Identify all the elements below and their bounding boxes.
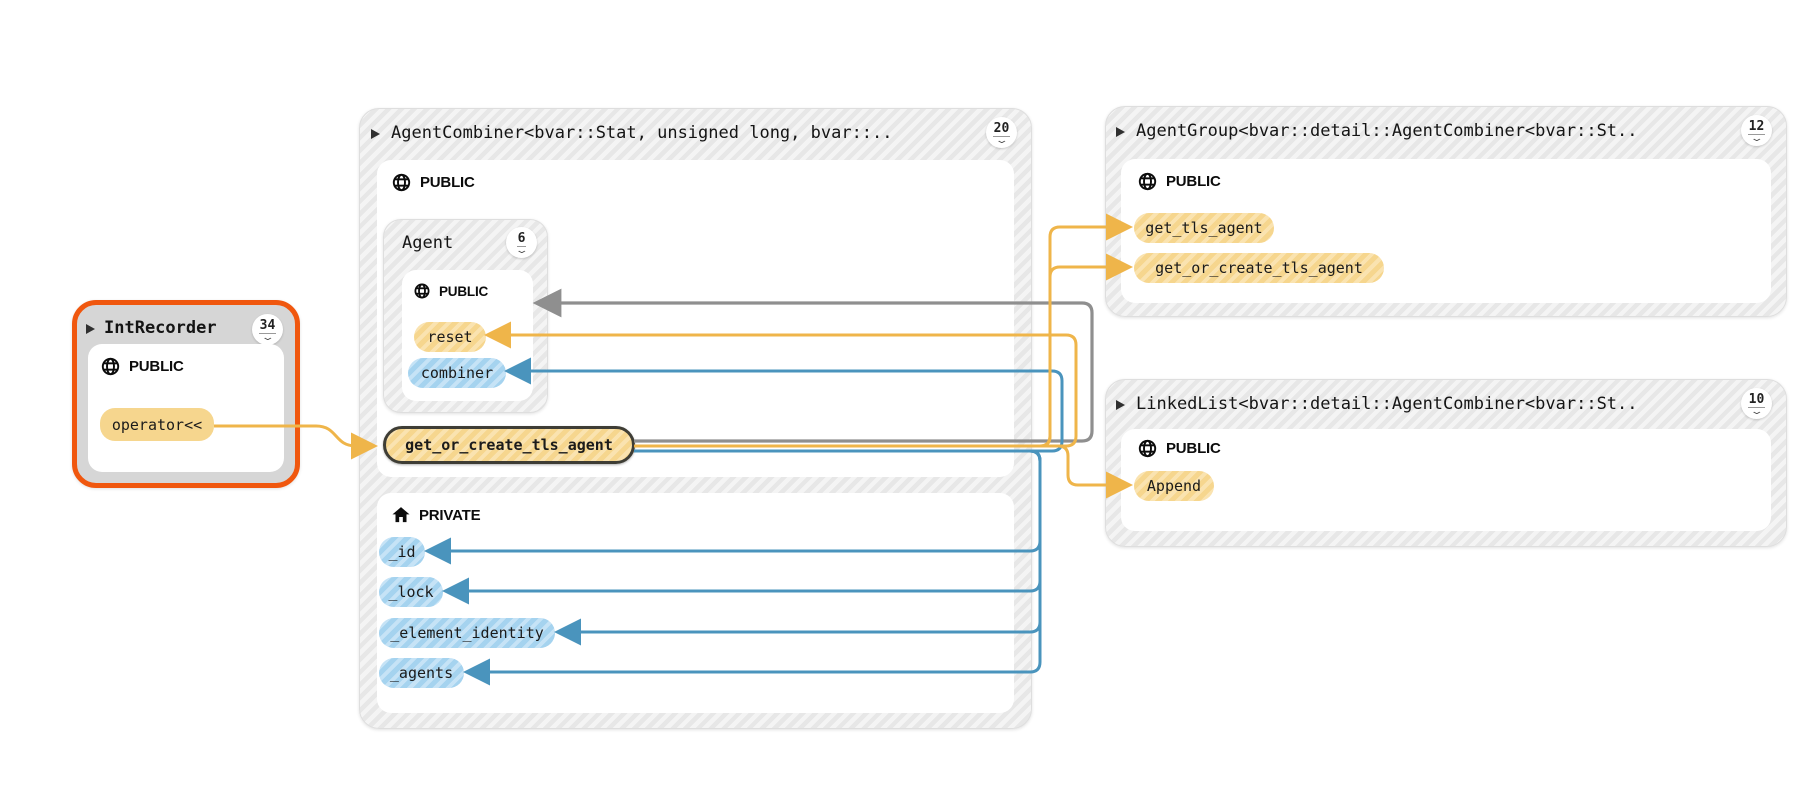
globe-icon (101, 357, 120, 376)
node-linkedlist[interactable]: LinkedList<bvar::detail::AgentCombiner<b… (1105, 379, 1787, 547)
home-icon (392, 507, 410, 523)
visibility-row: PRIVATE (391, 505, 481, 525)
public-section: PUBLIC Append (1121, 429, 1771, 531)
private-section: PRIVATE _id _lock _element_identity _age… (377, 493, 1014, 713)
visibility-row: PUBLIC (1137, 171, 1221, 192)
public-section: PUBLIC get_tls_agent get_or_create_tls_a… (1121, 159, 1771, 303)
member-pill-get-or-create-tls-agent[interactable]: get_or_create_tls_agent (383, 426, 635, 464)
globe-icon (1138, 439, 1157, 458)
member-count-badge[interactable]: 12 ⌄ (1741, 115, 1772, 146)
member-pill-get-tls-agent[interactable]: get_tls_agent (1134, 213, 1274, 243)
member-pill-id[interactable]: _id (379, 537, 425, 567)
public-section: PUBLIC Agent 6 ⌄ PUBLIC (377, 160, 1014, 477)
globe-icon (414, 283, 430, 299)
member-count-badge[interactable]: 20 ⌄ (986, 117, 1017, 148)
member-pill-reset[interactable]: reset (414, 322, 486, 352)
member-count-badge[interactable]: 10 ⌄ (1741, 388, 1772, 419)
collapse-caret-icon[interactable] (86, 324, 95, 334)
node-title: LinkedList<bvar::detail::AgentCombiner<b… (1136, 394, 1638, 414)
chevron-down-icon: ⌄ (1749, 133, 1764, 144)
node-title: Agent (402, 233, 454, 253)
collapse-caret-icon[interactable] (371, 129, 380, 139)
chevron-down-icon: ⌄ (260, 332, 275, 343)
member-pill-lock[interactable]: _lock (379, 577, 443, 607)
member-pill-combiner[interactable]: combiner (408, 358, 506, 388)
node-agentgroup[interactable]: AgentGroup<bvar::detail::AgentCombiner<b… (1105, 106, 1787, 317)
chevron-down-icon: ⌄ (1749, 406, 1764, 417)
visibility-row: PUBLIC (391, 172, 475, 193)
node-title: AgentGroup<bvar::detail::AgentCombiner<b… (1136, 121, 1638, 141)
globe-icon (392, 173, 411, 192)
member-pill-append[interactable]: Append (1134, 471, 1214, 501)
collapse-caret-icon[interactable] (1116, 127, 1125, 137)
member-count-badge[interactable]: 34 ⌄ (252, 314, 283, 345)
member-pill-get-or-create-tls-agent[interactable]: get_or_create_tls_agent (1134, 253, 1384, 283)
visibility-row: PUBLIC (413, 282, 488, 300)
member-pill-agents[interactable]: _agents (379, 658, 464, 688)
node-title: AgentCombiner<bvar::Stat, unsigned long,… (391, 123, 893, 143)
chevron-down-icon: ⌄ (994, 135, 1009, 146)
node-agent[interactable]: Agent 6 ⌄ PUBLIC reset combiner (383, 219, 548, 413)
globe-icon (1138, 172, 1157, 191)
node-agentcombiner[interactable]: AgentCombiner<bvar::Stat, unsigned long,… (359, 108, 1032, 729)
node-title: IntRecorder (104, 318, 217, 338)
member-pill-operator-shift[interactable]: operator<< (100, 408, 214, 441)
chevron-down-icon: ⌄ (514, 245, 529, 256)
public-section: PUBLIC operator<< (88, 344, 284, 472)
member-pill-element-identity[interactable]: _element_identity (379, 618, 555, 648)
node-intrecorder[interactable]: IntRecorder 34 ⌄ PUBLIC operator<< (72, 300, 300, 488)
visibility-row: PUBLIC (100, 356, 184, 377)
visibility-row: PUBLIC (1137, 438, 1221, 459)
member-count-badge[interactable]: 6 ⌄ (506, 227, 537, 258)
collapse-caret-icon[interactable] (1116, 400, 1125, 410)
public-section: PUBLIC reset combiner (402, 270, 533, 401)
